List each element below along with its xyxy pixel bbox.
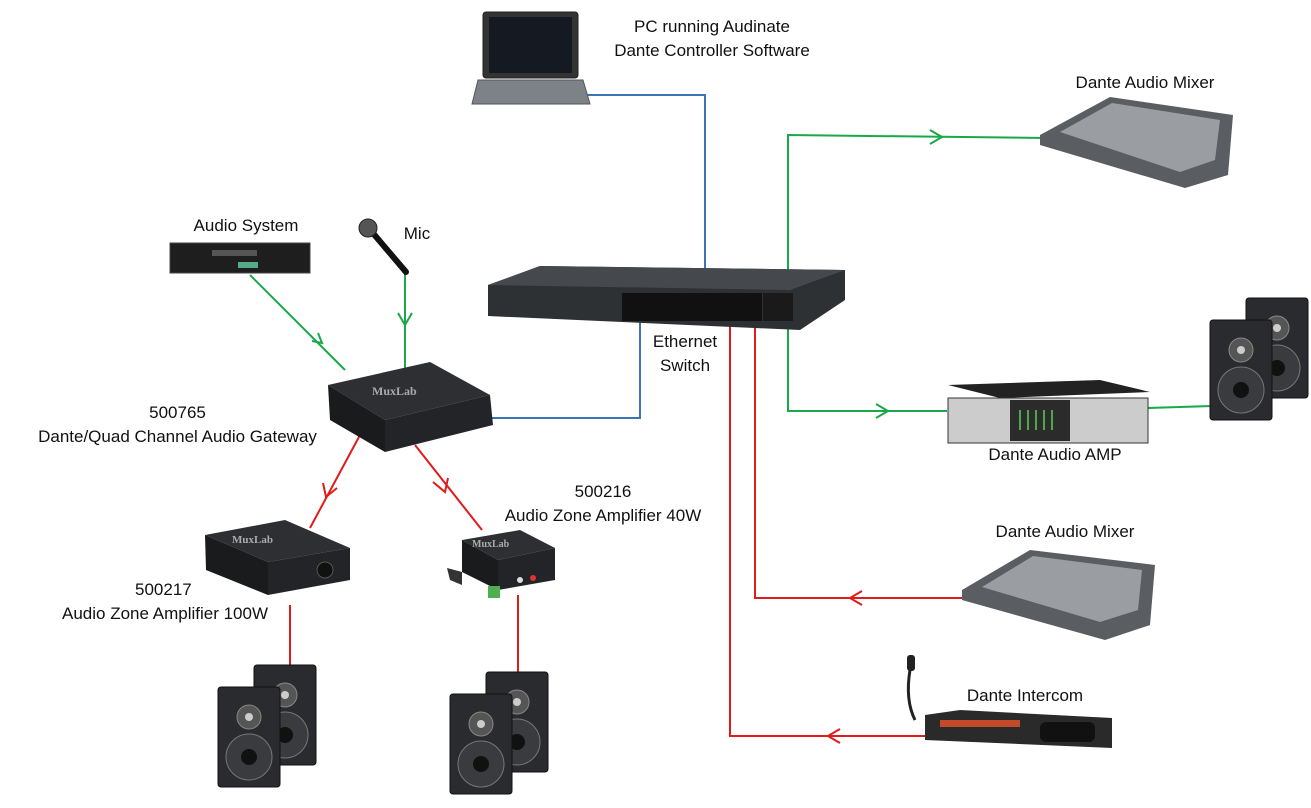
switch-label-line1: Ethernet xyxy=(652,332,718,351)
switch-label-line2: Switch xyxy=(659,356,711,375)
intercom-label: Dante Intercom xyxy=(966,686,1084,705)
line-audio-system xyxy=(249,274,346,371)
intercom-icon xyxy=(906,655,1112,748)
switch-label: Ethernet Switch xyxy=(640,330,730,378)
line-gateway-amp40 xyxy=(414,444,483,531)
pc-label-line2: Dante Controller Software xyxy=(614,41,810,60)
arrow-icon xyxy=(397,312,413,327)
pc-label: PC running Audinate Dante Controller Sof… xyxy=(598,15,826,63)
svg-text:MuxLab: MuxLab xyxy=(472,539,510,550)
audio-gateway-icon: MuxLab xyxy=(328,362,493,452)
gateway-label: 500765 Dante/Quad Channel Audio Gateway xyxy=(15,401,340,449)
svg-text:MuxLab: MuxLab xyxy=(232,534,273,546)
microphone-icon xyxy=(358,218,409,275)
gateway-name: Dante/Quad Channel Audio Gateway xyxy=(38,427,317,446)
ethernet-line-pc xyxy=(585,94,706,300)
ethernet-switch-icon xyxy=(488,266,845,330)
amp100-name: Audio Zone Amplifier 100W xyxy=(62,604,268,623)
audio-system-icon xyxy=(169,242,311,274)
arrow-icon xyxy=(432,477,449,494)
audio-system-label: Audio System xyxy=(193,216,299,235)
mixer-bottom-label: Dante Audio Mixer xyxy=(995,522,1135,541)
pc-label-line1: PC running Audinate xyxy=(634,17,790,36)
mic-label: Mic xyxy=(403,224,431,243)
line-gateway-amp100 xyxy=(309,434,361,529)
arrow-icon xyxy=(929,129,944,145)
amplifier-40w-icon: MuxLab xyxy=(447,530,555,598)
speaker-icon xyxy=(218,665,316,787)
amp100-model: 500217 xyxy=(135,580,192,599)
amp40-name: Audio Zone Amplifier 40W xyxy=(504,506,702,525)
dante-amp-icon xyxy=(947,380,1150,444)
audio-mixer-icon xyxy=(1040,97,1233,188)
amp40-model: 500216 xyxy=(574,482,632,501)
laptop-icon xyxy=(471,11,591,105)
mixer-top-label: Dante Audio Mixer xyxy=(1075,73,1215,92)
line-to-amp xyxy=(787,318,947,412)
amp100-label: 500217 Audio Zone Amplifier 100W xyxy=(40,578,290,626)
gateway-model: 500765 xyxy=(149,403,206,422)
arrow-icon xyxy=(826,728,841,744)
arrow-icon xyxy=(322,482,338,499)
speaker-icon xyxy=(1210,298,1308,420)
line-intercom xyxy=(729,320,925,737)
amplifier-100w-icon: MuxLab xyxy=(205,520,350,595)
arrow-icon xyxy=(848,590,863,606)
line-mixer-bottom xyxy=(754,320,975,599)
line-amp-speakers xyxy=(1147,405,1213,409)
amp-label: Dante Audio AMP xyxy=(988,445,1122,464)
svg-text:MuxLab: MuxLab xyxy=(372,384,417,398)
arrow-icon xyxy=(875,403,890,419)
speaker-icon xyxy=(450,672,548,794)
amp40-label: 500216 Audio Zone Amplifier 40W xyxy=(483,480,723,528)
audio-mixer-icon xyxy=(962,550,1155,640)
ethernet-line-gateway xyxy=(492,318,641,419)
line-to-mixer-top xyxy=(787,133,1046,300)
arrow-icon xyxy=(311,332,324,345)
